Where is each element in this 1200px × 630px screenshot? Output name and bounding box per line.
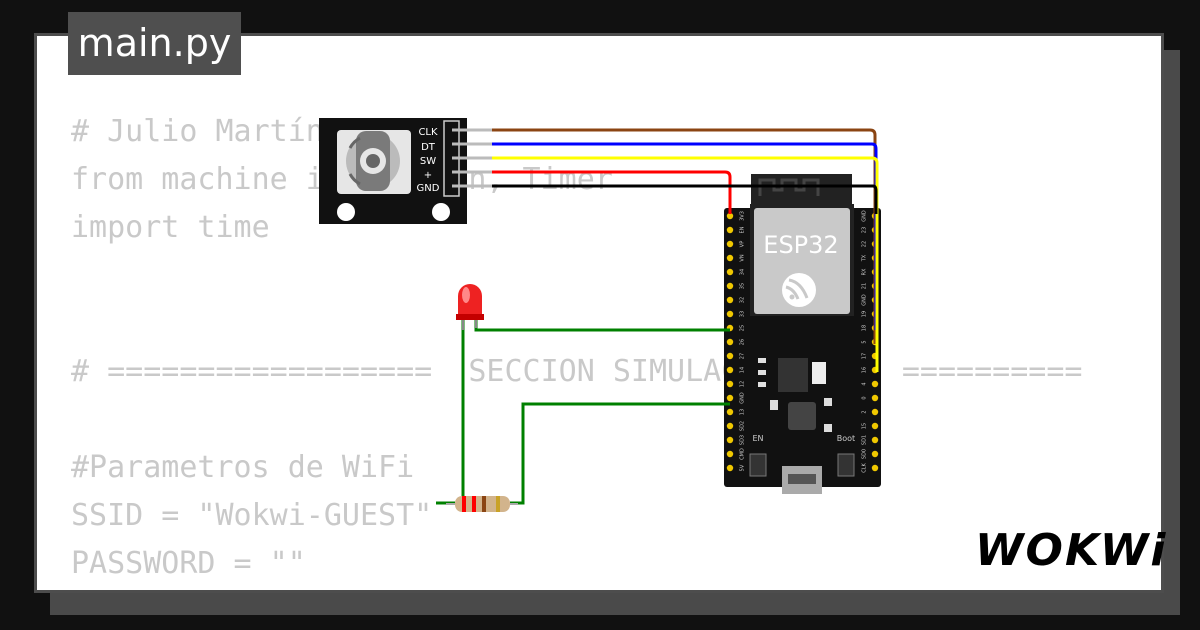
esp32-pin-label: SD2 (740, 421, 746, 431)
esp32-pin-left[interactable] (726, 352, 734, 360)
esp32-pin-label: 5 (862, 340, 868, 343)
esp32-pin-left[interactable] (726, 226, 734, 234)
esp32-pin-right[interactable] (871, 450, 879, 458)
esp32-pin-right[interactable] (871, 394, 879, 402)
esp32-board[interactable]: ESP32 EN Boot 3V3ENVPVN34353233252627141… (724, 174, 881, 494)
esp32-pin-label: 14 (740, 367, 746, 373)
esp32-pin-label: 22 (862, 241, 868, 247)
wire-clk (492, 128, 877, 344)
code-line: SSID = "Wokwi-GUEST" (71, 498, 433, 533)
resistor[interactable] (446, 496, 518, 512)
led-red[interactable] (456, 284, 484, 330)
wire-resistor-right (510, 402, 730, 505)
esp32-pin-label: VN (740, 254, 746, 261)
esp32-pin-label: 17 (862, 353, 868, 359)
esp32-pin-label: SD0 (862, 449, 868, 459)
esp32-pin-label: 4 (862, 382, 868, 385)
esp32-pin-left[interactable] (726, 422, 734, 430)
esp32-pin-label: 33 (740, 311, 746, 317)
esp32-pin-label: 35 (740, 283, 746, 289)
esp32-pin-label: GND (740, 392, 746, 404)
esp32-pin-label: 2 (862, 410, 868, 413)
code-line: #Parametros de WiFi (71, 450, 415, 485)
esp32-pin-left[interactable] (726, 380, 734, 388)
file-tab[interactable]: main.py (68, 12, 241, 75)
esp32-pin-left[interactable] (726, 450, 734, 458)
esp32-pin-label: CMD (740, 448, 746, 460)
code-line: import time (71, 210, 270, 245)
encoder-pin-label: SW (420, 156, 436, 167)
esp32-pin-left[interactable] (726, 310, 734, 318)
esp32-pin-left[interactable] (726, 268, 734, 276)
esp32-pin-label: SD1 (862, 435, 868, 445)
esp32-pin-label: 18 (862, 325, 868, 331)
esp32-pin-label: TX (862, 254, 868, 262)
esp32-pin-label: 27 (740, 353, 746, 359)
esp32-pin-label: 0 (862, 396, 868, 399)
esp32-pin-label: CLK (862, 463, 868, 473)
esp32-pin-label: 21 (862, 283, 868, 289)
encoder-pin-label: DT (421, 142, 436, 153)
esp32-pin-right[interactable] (871, 422, 879, 430)
wire-led-anode (474, 320, 730, 332)
esp32-pin-left[interactable] (726, 338, 734, 346)
esp32-pin-right[interactable] (871, 408, 879, 416)
esp32-pin-right[interactable] (871, 380, 879, 388)
esp32-pin-label: 15 (862, 423, 868, 429)
esp32-pin-label: 25 (740, 325, 746, 331)
encoder-pin-label: CLK (418, 127, 438, 138)
esp32-pin-label: 16 (862, 367, 868, 373)
esp32-pin-label: EN (740, 226, 746, 233)
encoder-pin-label: GND (417, 183, 440, 194)
esp32-pin-label: 32 (740, 297, 746, 303)
esp32-pin-label: 19 (862, 311, 868, 317)
esp32-chip-label: ESP32 (763, 231, 838, 259)
code-line: # Julio Martín (71, 114, 324, 149)
esp32-pin-right[interactable] (871, 436, 879, 444)
esp32-pin-label: 5V (740, 464, 746, 471)
esp32-pin-left[interactable] (726, 240, 734, 248)
encoder-pin-label: + (424, 170, 432, 181)
esp32-pin-left[interactable] (726, 212, 734, 220)
rotary-encoder[interactable]: CLK DT SW + GND (319, 118, 492, 224)
wire-gnd (492, 184, 878, 214)
esp32-pin-label: RX (862, 268, 868, 275)
esp32-pin-label: 34 (740, 269, 746, 275)
esp32-pin-right[interactable] (871, 464, 879, 472)
esp32-pin-left[interactable] (726, 254, 734, 262)
wire-dt (492, 142, 878, 330)
esp32-pin-label: 12 (740, 381, 746, 387)
esp32-pin-label: GND (862, 294, 868, 306)
wire-vcc (492, 170, 732, 214)
wokwi-logo: WOKWi (975, 525, 1168, 576)
esp32-pin-label: VP (740, 241, 746, 247)
esp32-pin-left[interactable] (726, 408, 734, 416)
esp32-pin-left[interactable] (726, 296, 734, 304)
esp32-pin-left[interactable] (726, 394, 734, 402)
esp32-pin-label: 3V3 (740, 211, 746, 221)
esp32-pin-left[interactable] (726, 366, 734, 374)
esp32-pin-label: 23 (862, 227, 868, 233)
wire-sw (492, 156, 879, 372)
esp32-pin-left[interactable] (726, 436, 734, 444)
esp32-pin-left[interactable] (726, 464, 734, 472)
esp32-pin-label: GND (862, 210, 868, 222)
esp32-pin-label: 13 (740, 409, 746, 415)
esp32-pin-left[interactable] (726, 282, 734, 290)
en-button-label: EN (752, 434, 763, 443)
esp32-pin-label: 26 (740, 339, 746, 345)
boot-button-label: Boot (837, 434, 855, 443)
esp32-pin-label: SD3 (740, 435, 746, 445)
code-line: PASSWORD = "" (71, 546, 306, 581)
